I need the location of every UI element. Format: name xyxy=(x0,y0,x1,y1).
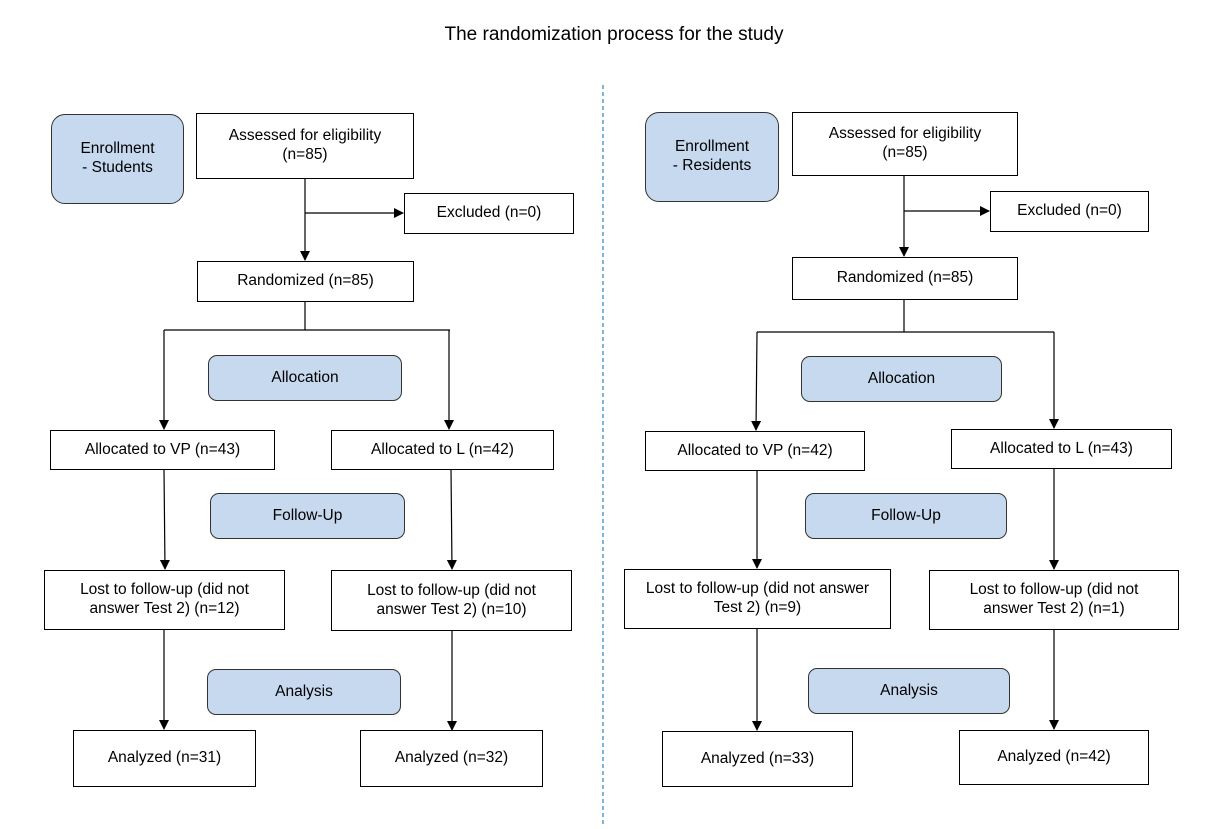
enrollment-text: Enrollment - Students xyxy=(80,140,155,176)
arrow-to-lost-l xyxy=(446,468,457,570)
excluded-box-students: Excluded (n=0) xyxy=(404,193,574,234)
analysis-text: Analysis xyxy=(275,682,333,700)
excluded-text: Excluded (n=0) xyxy=(1017,202,1122,220)
analysis-label-students: Analysis xyxy=(207,669,401,715)
followup-label-students: Follow-Up xyxy=(210,493,405,539)
followup-label-residents: Follow-Up xyxy=(805,493,1007,539)
allocated-vp-text: Allocated to VP (n=42) xyxy=(677,441,833,459)
analyzed-l-text: Analyzed (n=42) xyxy=(997,748,1111,766)
lost-l-box-residents: Lost to follow-up (did not answer Test 2… xyxy=(929,570,1179,630)
excluded-box-residents: Excluded (n=0) xyxy=(990,191,1149,232)
diagram-title: The randomization process for the study xyxy=(444,24,784,45)
enrollment-label-residents: Enrollment - Residents xyxy=(645,112,779,202)
allocated-l-text: Allocated to L (n=42) xyxy=(371,440,514,458)
allocated-l-box-residents: Allocated to L (n=43) xyxy=(951,429,1172,469)
enrollment-text: Enrollment - Residents xyxy=(672,138,752,174)
analyzed-vp-text: Analyzed (n=31) xyxy=(107,749,222,767)
allocated-l-text: Allocated to L (n=43) xyxy=(990,439,1133,457)
analysis-text: Analysis xyxy=(880,681,938,699)
lost-l-text: Lost to follow-up (did not answer Test 2… xyxy=(969,581,1139,617)
allocated-vp-text: Allocated to VP (n=43) xyxy=(84,440,241,458)
allocation-label-residents: Allocation xyxy=(801,356,1002,402)
followup-text: Follow-Up xyxy=(272,506,343,524)
randomized-text: Randomized (n=85) xyxy=(237,272,374,290)
analyzed-vp-box-students: Analyzed (n=31) xyxy=(73,730,256,787)
analyzed-l-box-students: Analyzed (n=32) xyxy=(360,730,543,787)
randomized-box-students: Randomized (n=85) xyxy=(197,261,414,302)
analysis-label-residents: Analysis xyxy=(808,668,1010,714)
arrow-to-lost-vp xyxy=(159,468,170,570)
allocation-label-students: Allocation xyxy=(208,355,402,401)
analyzed-l-text: Analyzed (n=32) xyxy=(394,749,509,767)
allocated-l-box-students: Allocated to L (n=42) xyxy=(331,430,554,470)
allocated-vp-box-students: Allocated to VP (n=43) xyxy=(50,430,275,470)
analyzed-vp-text: Analyzed (n=33) xyxy=(700,749,815,767)
analyzed-vp-box-residents: Analyzed (n=33) xyxy=(662,731,853,787)
lost-vp-box-residents: Lost to follow-up (did not answer Test 2… xyxy=(624,569,891,629)
lost-l-box-students: Lost to follow-up (did not answer Test 2… xyxy=(331,570,572,631)
assessed-text: Assessed for eligibility (n=85) xyxy=(228,127,382,163)
allocation-text: Allocation xyxy=(271,368,339,386)
assessed-box-students: Assessed for eligibility (n=85) xyxy=(196,113,414,179)
randomized-box-residents: Randomized (n=85) xyxy=(792,257,1018,300)
followup-text: Follow-Up xyxy=(871,506,941,524)
lost-vp-box-students: Lost to follow-up (did not answer Test 2… xyxy=(44,570,285,630)
excluded-text: Excluded (n=0) xyxy=(436,204,542,222)
allocation-text: Allocation xyxy=(867,369,936,387)
enrollment-label-students: Enrollment - Students xyxy=(51,114,184,204)
lost-l-text: Lost to follow-up (did not answer Test 2… xyxy=(367,581,536,618)
randomized-text: Randomized (n=85) xyxy=(836,269,974,287)
lost-vp-text: Lost to follow-up (did not answer Test 2… xyxy=(645,580,870,616)
lost-vp-text: Lost to follow-up (did not answer Test 2… xyxy=(80,581,249,617)
assessed-box-residents: Assessed for eligibility (n=85) xyxy=(792,112,1018,176)
analyzed-l-box-residents: Analyzed (n=42) xyxy=(959,730,1149,785)
allocated-vp-box-residents: Allocated to VP (n=42) xyxy=(645,431,865,471)
assessed-text: Assessed for eligibility (n=85) xyxy=(828,125,982,161)
arrow-to-allocated-vp-2 xyxy=(751,331,762,431)
